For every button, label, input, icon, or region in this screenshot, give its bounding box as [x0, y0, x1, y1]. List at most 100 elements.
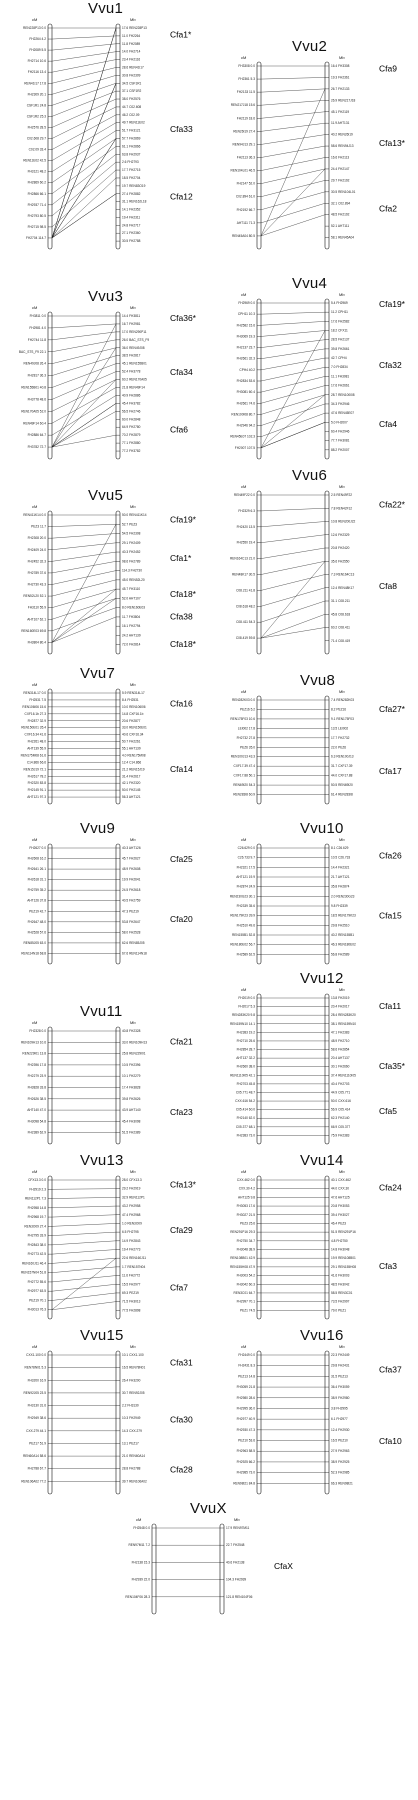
cfa-marker-label: 56.3 AHT121 — [122, 795, 141, 799]
vvu-marker-label: AHT125 9.8 — [238, 1195, 255, 1199]
panel-title: Vvu2 — [292, 38, 327, 55]
cfa-marker-label: 28.5 FH2137 — [331, 338, 350, 342]
vvu-marker-label: FH2854 28.7 — [237, 1048, 256, 1052]
cfa-chromosome-bar — [324, 993, 330, 1145]
homology-connector — [51, 411, 117, 448]
vvu-marker-label: REN150E01 35.4 — [21, 726, 46, 730]
unit-cm-label: cM — [32, 837, 37, 842]
vvu-marker-label: REN164C13 21.0 — [230, 557, 255, 561]
unit-cm-label: cM — [32, 305, 37, 310]
vvu-marker-label: REN282K03 0.0 — [232, 698, 255, 702]
vvu-marker-label: REN159N10 14.1 — [230, 1022, 255, 1026]
vvu-chromosome-bar — [256, 843, 262, 965]
homology-connector — [260, 168, 326, 184]
vvu-marker-label: FH2528 57.6 — [28, 930, 47, 934]
cfa-chromosome-label: Cfa4 — [379, 419, 397, 429]
homology-connector — [260, 534, 326, 543]
homology-connector — [51, 177, 117, 239]
cfa-marker-label: 42.7 CPH4 — [331, 356, 347, 360]
cfa-marker-label: 11.8 FH2089 — [122, 42, 140, 46]
cfa-marker-label: 17.4 FH3828 — [122, 1086, 141, 1090]
cfa-marker-label: 39.8 FH2661 — [331, 347, 350, 351]
cfa-marker-label: 24.5 FH2618 — [122, 888, 141, 892]
cfa-marker-label: 104.3 FH2939 — [226, 1578, 246, 1582]
cfa-marker-label: 8.2 PEZ16 — [331, 707, 346, 711]
cfa-marker-label: 71.4 C08.419 — [331, 639, 350, 643]
vvu-marker-label: FH2704 114.7 — [26, 236, 46, 240]
cfa-marker-label: 10.0 REN106I06 — [122, 705, 146, 709]
vvu-marker-label: REN157N04 51.8 — [21, 1271, 46, 1275]
vvu-marker-label: PEZ10 53.6 — [238, 1439, 255, 1443]
unit-mb-label: Mb — [339, 987, 345, 992]
cfa-marker-label: 27.4 FH2882 — [122, 192, 141, 196]
cfa-chromosome-bar — [115, 1175, 121, 1320]
homology-connector — [51, 51, 117, 62]
vvu-marker-label: PEZ19 42.7 — [29, 909, 46, 913]
cfa-marker-label: 58.6 FH2854 — [331, 1048, 350, 1052]
homology-connector — [51, 363, 117, 388]
cfa-marker-label: 10.3 FH2949 — [122, 1416, 141, 1420]
unit-mb-label: Mb — [339, 1344, 345, 1349]
cfa-chromosome-label: Cfa18* — [170, 639, 197, 649]
vvu-marker-label: PEZ17 51.9 — [29, 1441, 46, 1445]
vvu-marker-label: CXF16.1b 27.3 — [25, 712, 47, 716]
cfa-marker-label: 47.6 REN45E07 — [331, 411, 354, 415]
cfa-chromosome-label: Cfa31 — [170, 1357, 193, 1367]
vvu-marker-label: FH2116 13.4 — [28, 70, 46, 74]
cfa-chromosome-label: Cfa20 — [170, 914, 193, 924]
vvu-marker-label: REN114N18 68.8 — [21, 951, 46, 955]
cfa-marker-label: 58.1 REN45A04 — [331, 236, 354, 240]
homology-connector — [51, 43, 117, 51]
homology-connector — [51, 106, 117, 139]
vvu-marker-label: FH2420 13.5 — [237, 525, 256, 529]
cfa-marker-label: 32.1 C02.894 — [331, 201, 350, 205]
cfa-marker-label: 40.3 FH2452 — [122, 550, 141, 554]
homology-connector — [51, 542, 117, 550]
cfa-marker-label: 26.7 FH2133 — [331, 87, 350, 91]
cfa-marker-label: 29.7 FH2192 — [331, 178, 350, 182]
vvu-marker-label: FH3042 60.3 — [237, 1282, 256, 1286]
cfa-chromosome-label: Cfa6 — [170, 425, 188, 435]
cfa-marker-label: 48.5 FH2192 — [331, 213, 350, 217]
vvu-marker-label: FH2133 11.5 — [237, 90, 255, 94]
vvu-marker-label: PEZ13 14.8 — [238, 1374, 255, 1378]
cfa-marker-label: 13.8 FH2019 — [331, 996, 350, 1000]
vvu-marker-label: FH2138 15.3 — [132, 1560, 151, 1564]
cfa-marker-label: 5.4 FH2969 — [331, 301, 348, 305]
homology-connector — [51, 1284, 117, 1292]
vvu-marker-label: CXX.279 44.1 — [26, 1429, 46, 1433]
cfa-marker-label: 10.5 FH2396 — [122, 1063, 141, 1067]
cfa-marker-label: 55.1 AHT139 — [122, 747, 141, 751]
vvu-chromosome-bar — [256, 298, 262, 460]
cfa-marker-label: 45.4 FH3782 — [122, 401, 141, 405]
cfa-marker-label: 57.7 FH2869 — [122, 137, 141, 141]
cfa-marker-label: 11.2 CPH11 — [331, 310, 348, 314]
homology-connector — [260, 321, 326, 326]
vvu-marker-label: REN26I19 27.4 — [233, 129, 255, 133]
cfa-marker-label: 44.0 CXX.30 — [331, 1187, 349, 1191]
cfa-marker-label: 45.1 FH2119 — [331, 110, 349, 114]
homology-connector — [260, 357, 326, 371]
cfa-chromosome-label: Cfa35* — [379, 1061, 406, 1071]
cfa-marker-label: 21.8 REN49F14 — [122, 386, 145, 390]
cfa-marker-label: 31.5 PEZ13 — [331, 1374, 348, 1378]
cfa-marker-label: 70.2 FH2879 — [122, 433, 141, 437]
homology-connector — [51, 1205, 117, 1208]
cfa-marker-label: 10.1 FH2279 — [122, 1074, 141, 1078]
homology-connector — [260, 574, 326, 591]
cfa-chromosome-bar — [115, 311, 121, 460]
cfa-marker-label: 20.8 FH3053 — [331, 1204, 350, 1208]
cfa-marker-label: 121.8 REN104F06 — [226, 1595, 253, 1599]
vvu-marker-label: REN175M08 61.6 — [21, 753, 47, 757]
unit-mb-label: Mb — [339, 837, 345, 842]
vvu-marker-label: REN3C01 64.7 — [234, 1291, 256, 1295]
homology-connector — [51, 570, 117, 585]
cfa-marker-label: 19.4 FH2311 — [122, 215, 140, 219]
vvu-marker-label: PEZ6 35.0 — [240, 745, 255, 749]
vvu-marker-label: FH3130 31.6 — [28, 1404, 47, 1408]
